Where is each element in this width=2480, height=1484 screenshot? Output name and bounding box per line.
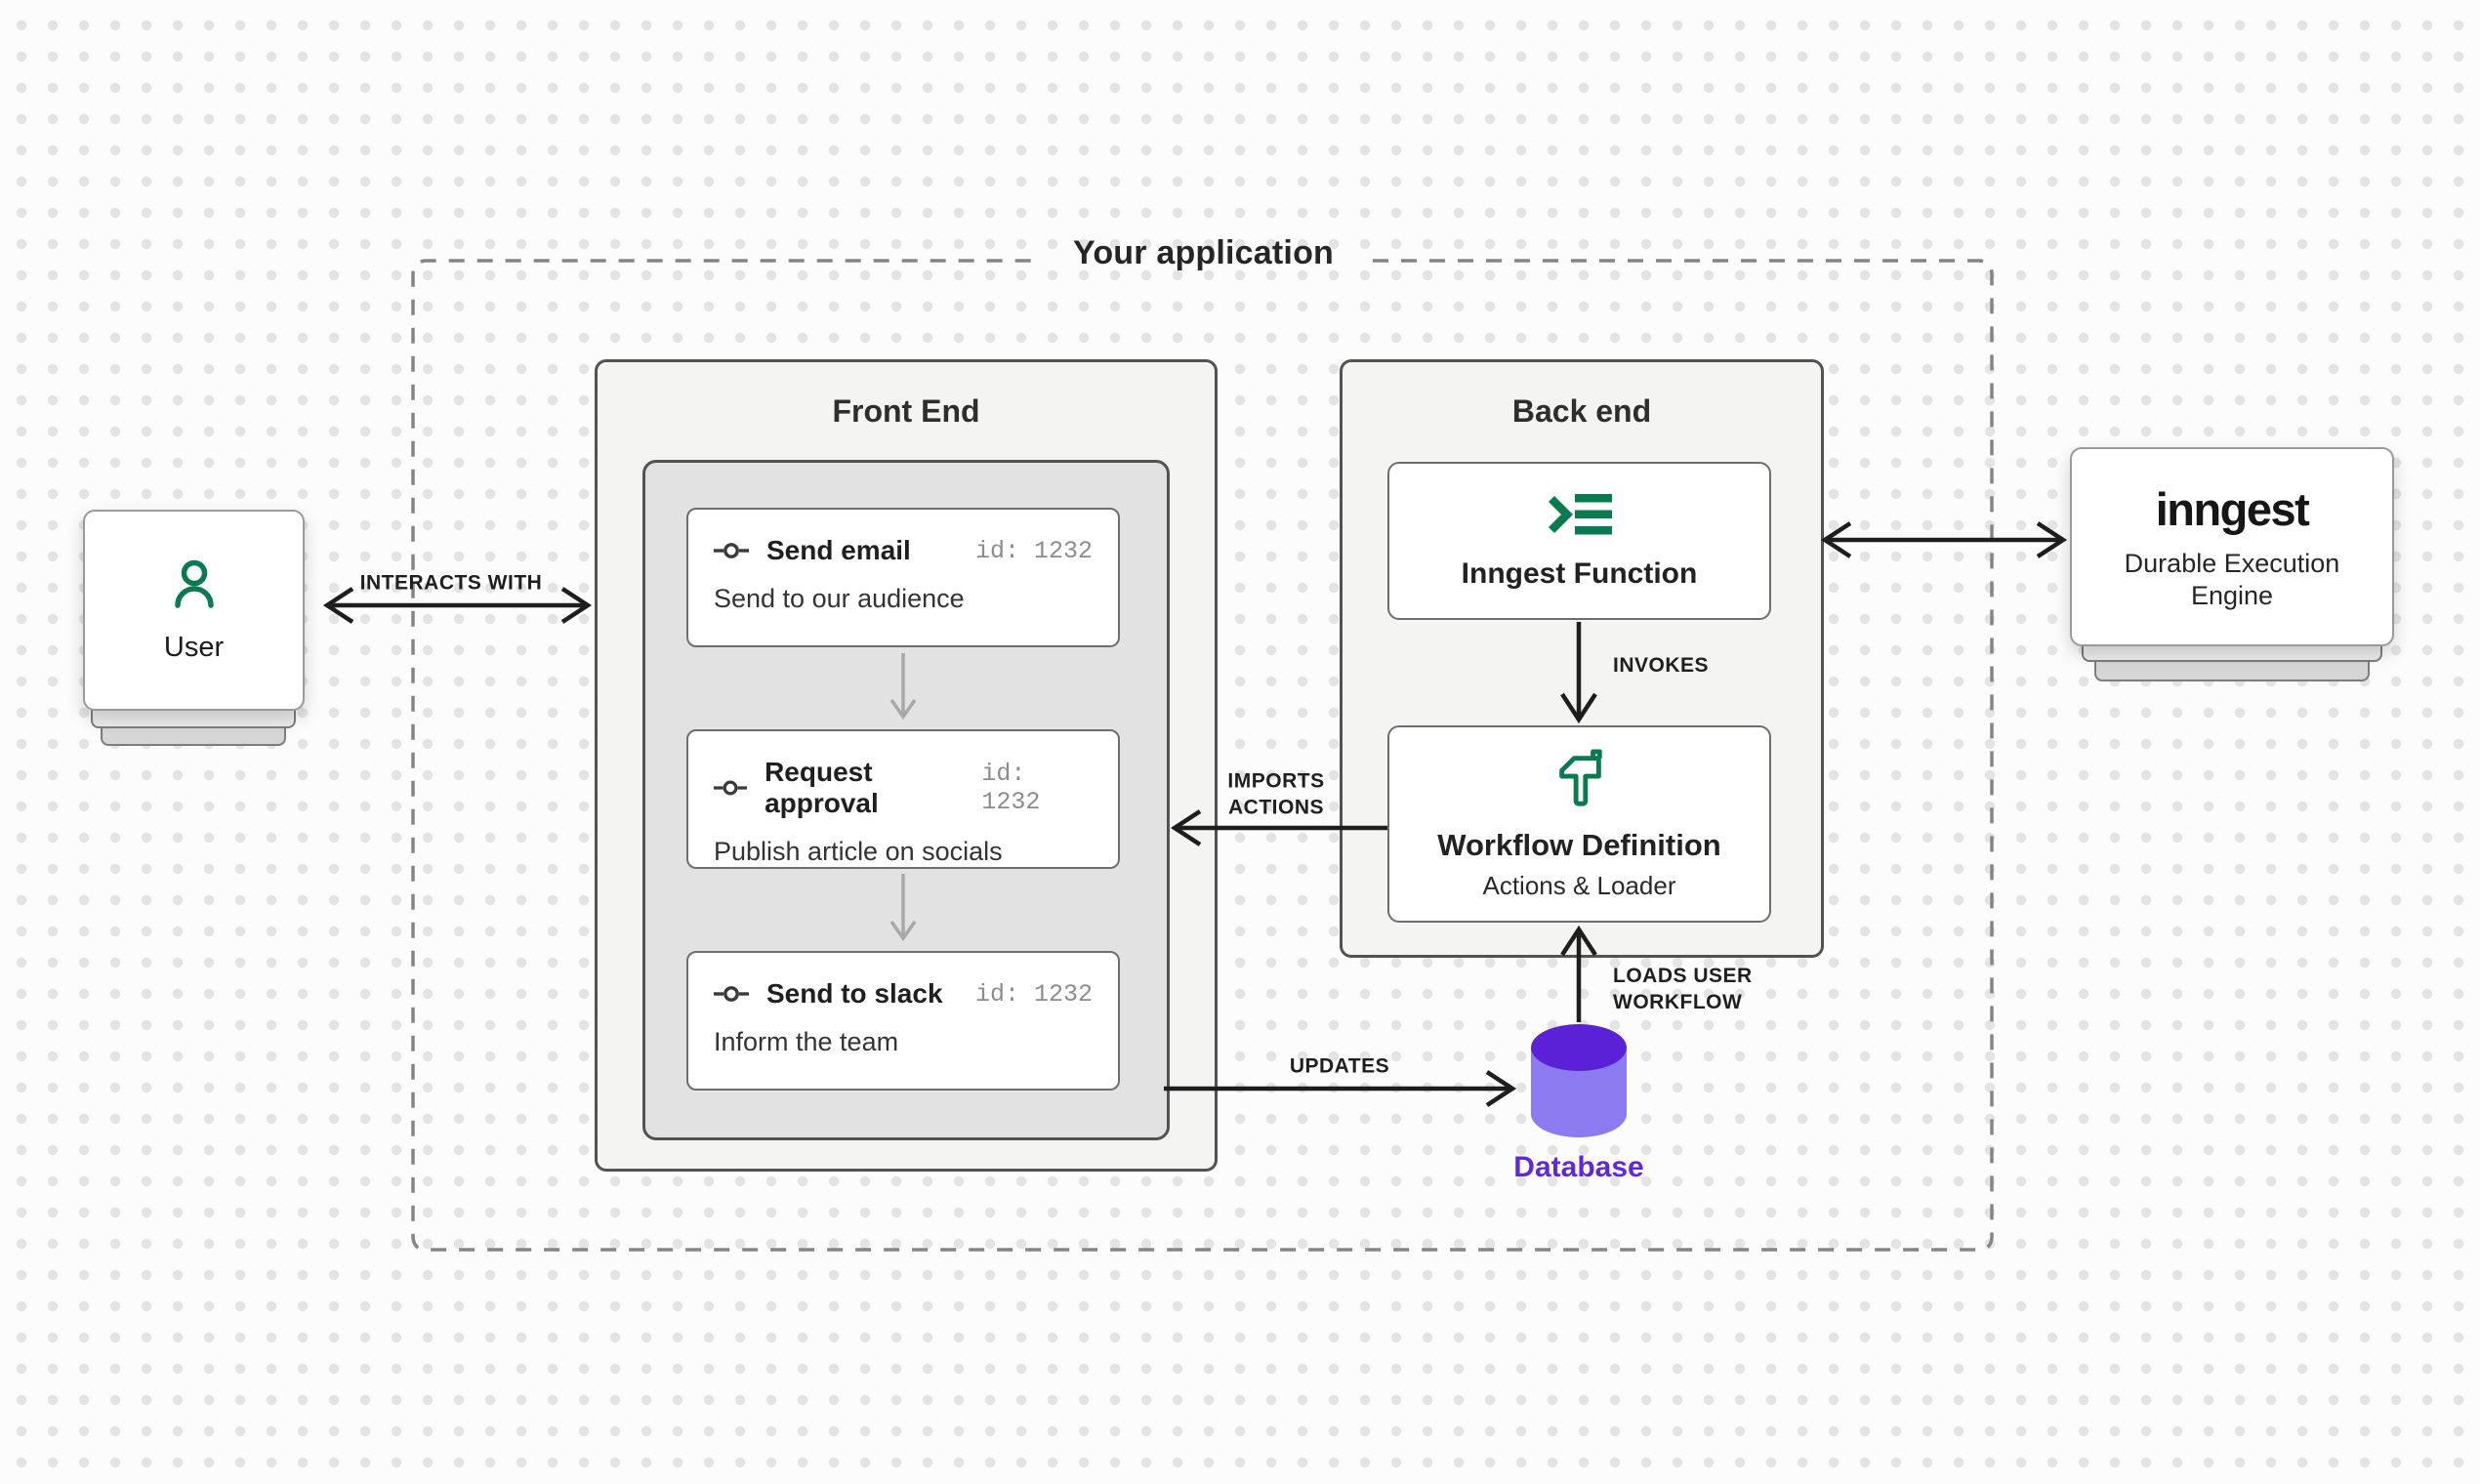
step-title: Send to slack [766, 978, 943, 1009]
step-commit-icon [714, 780, 748, 796]
user-label: User [163, 631, 225, 663]
step-title: Send email [766, 535, 911, 565]
step-description: Inform the team [714, 1027, 899, 1056]
inngest-function-label: Inngest Function [1461, 557, 1698, 590]
workflow-card-send-email: Send email id: 1232 Send to our audience [686, 508, 1120, 647]
step-commit-icon [714, 543, 749, 558]
user-icon [174, 559, 214, 608]
step-commit-icon [714, 986, 749, 1002]
invokes-label: INVOKES [1613, 654, 1710, 677]
user-node: User [83, 510, 305, 711]
database-cylinder-top [1531, 1024, 1627, 1071]
imports-actions-label: IMPORTS ACTIONS [1227, 769, 1325, 819]
database-label: Database [1513, 1151, 1644, 1183]
interacts-with-label: INTERACTS WITH [359, 571, 543, 595]
app-boundary-title: Your application [1072, 234, 1335, 271]
step-description: Send to our audience [714, 584, 965, 613]
workflow-card-request-approval: Request approval id: 1232 Publish articl… [686, 729, 1120, 869]
inngest-function-card: Inngest Function [1387, 462, 1771, 620]
workflow-card-send-to-slack: Send to slack id: 1232 Inform the team [686, 951, 1120, 1091]
backend-title: Back end [1511, 393, 1652, 429]
step-title: Request approval [765, 757, 879, 818]
workflow-definition-card: Workflow Definition Actions & Loader [1387, 725, 1771, 923]
step-id: id: 1232 [974, 536, 1093, 565]
terminal-prompt-icon [1548, 494, 1612, 535]
step-description: Publish article on socials [714, 837, 1003, 866]
workflow-definition-subtitle: Actions & Loader [1482, 870, 1676, 900]
engine-subtitle: Durable Execution Engine [2124, 549, 2340, 610]
frontend-title: Front End [832, 393, 980, 429]
engine-node: inngest Durable Execution Engine [2070, 447, 2394, 646]
loads-user-workflow-label: LOADS USER WORKFLOW [1613, 965, 1753, 1014]
step-id: id: 1232 [981, 760, 1041, 816]
inngest-logo: inngest [2155, 483, 2310, 536]
workflow-definition-title: Workflow Definition [1437, 827, 1721, 862]
database-cylinder-bottom [1531, 1091, 1627, 1137]
step-id: id: 1232 [974, 979, 1093, 1009]
hammer-icon [1558, 748, 1602, 806]
updates-label: UPDATES [1289, 1054, 1390, 1078]
